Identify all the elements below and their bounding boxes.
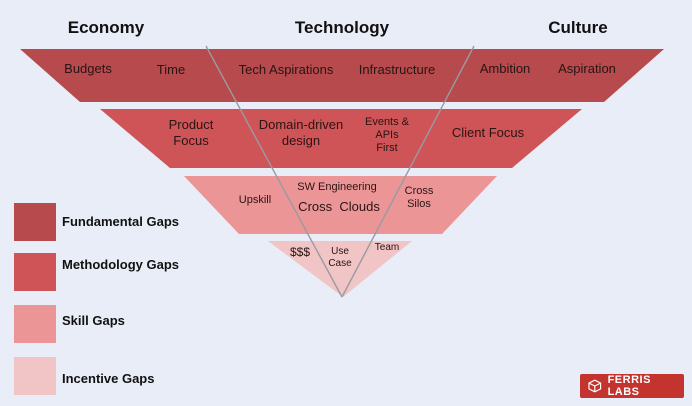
legend-swatch-fundamental bbox=[14, 203, 56, 241]
label-use-case-line2: Case bbox=[328, 258, 352, 269]
label-events-line3: First bbox=[376, 142, 398, 154]
legend-swatch-skill bbox=[14, 305, 56, 343]
divider-line-right bbox=[341, 45, 475, 298]
legend-label-methodology: Methodology Gaps bbox=[62, 257, 179, 272]
label-tech-aspirations: Tech Aspirations bbox=[238, 62, 334, 77]
label-budgets: Budgets bbox=[64, 61, 112, 76]
label-domain-driven-line1: Domain-driven bbox=[258, 117, 344, 132]
cube-logo-icon bbox=[588, 379, 602, 393]
label-infrastructure: Infrastructure bbox=[358, 62, 436, 77]
legend-label-incentive: Incentive Gaps bbox=[62, 371, 155, 386]
label-upskill: Upskill bbox=[238, 194, 272, 206]
legend-swatch-incentive bbox=[14, 357, 56, 395]
label-ambition: Ambition bbox=[479, 61, 531, 76]
tier-incentive bbox=[268, 241, 412, 297]
legend-label-skill: Skill Gaps bbox=[62, 313, 125, 328]
label-product-focus: Product Focus bbox=[169, 117, 214, 149]
tier-methodology bbox=[100, 109, 582, 168]
label-events-apis-first: Events & APIs First bbox=[365, 116, 409, 155]
divider-line-left bbox=[205, 45, 343, 298]
label-events-line1: Events & bbox=[364, 116, 410, 128]
label-cross-silos-line1: Cross bbox=[404, 185, 434, 197]
legend-swatch-methodology bbox=[14, 253, 56, 291]
label-team: Team bbox=[374, 242, 400, 253]
label-product-focus-line1: Product bbox=[168, 117, 214, 132]
column-header-technology: Technology bbox=[294, 18, 390, 37]
column-header-culture: Culture bbox=[548, 18, 608, 37]
label-aspiration: Aspiration bbox=[558, 61, 616, 76]
label-use-case: Use Case bbox=[328, 246, 351, 270]
label-cross-silos: Cross Silos bbox=[405, 185, 434, 211]
legend-label-fundamental: Fundamental Gaps bbox=[62, 214, 180, 229]
label-cross-clouds: Cross Clouds bbox=[298, 199, 380, 214]
label-money: $$$ bbox=[289, 245, 311, 259]
label-product-focus-line2: Focus bbox=[173, 133, 209, 148]
label-client-focus: Client Focus bbox=[451, 125, 525, 140]
label-domain-driven-design: Domain-driven design bbox=[259, 117, 344, 149]
tier-fundamental bbox=[20, 49, 664, 102]
label-time: Time bbox=[156, 62, 186, 77]
label-sw-engineering: SW Engineering bbox=[297, 181, 377, 193]
label-use-case-line1: Use bbox=[331, 246, 349, 257]
brand-badge: FERRIS LABS bbox=[580, 374, 684, 398]
label-events-line2: APIs bbox=[375, 129, 399, 141]
label-cross-silos-line2: Silos bbox=[407, 198, 431, 210]
brand-name: FERRIS LABS bbox=[607, 374, 651, 398]
tier-skill bbox=[184, 176, 497, 234]
column-header-economy: Economy bbox=[67, 18, 145, 37]
label-domain-driven-line2: design bbox=[281, 133, 321, 148]
